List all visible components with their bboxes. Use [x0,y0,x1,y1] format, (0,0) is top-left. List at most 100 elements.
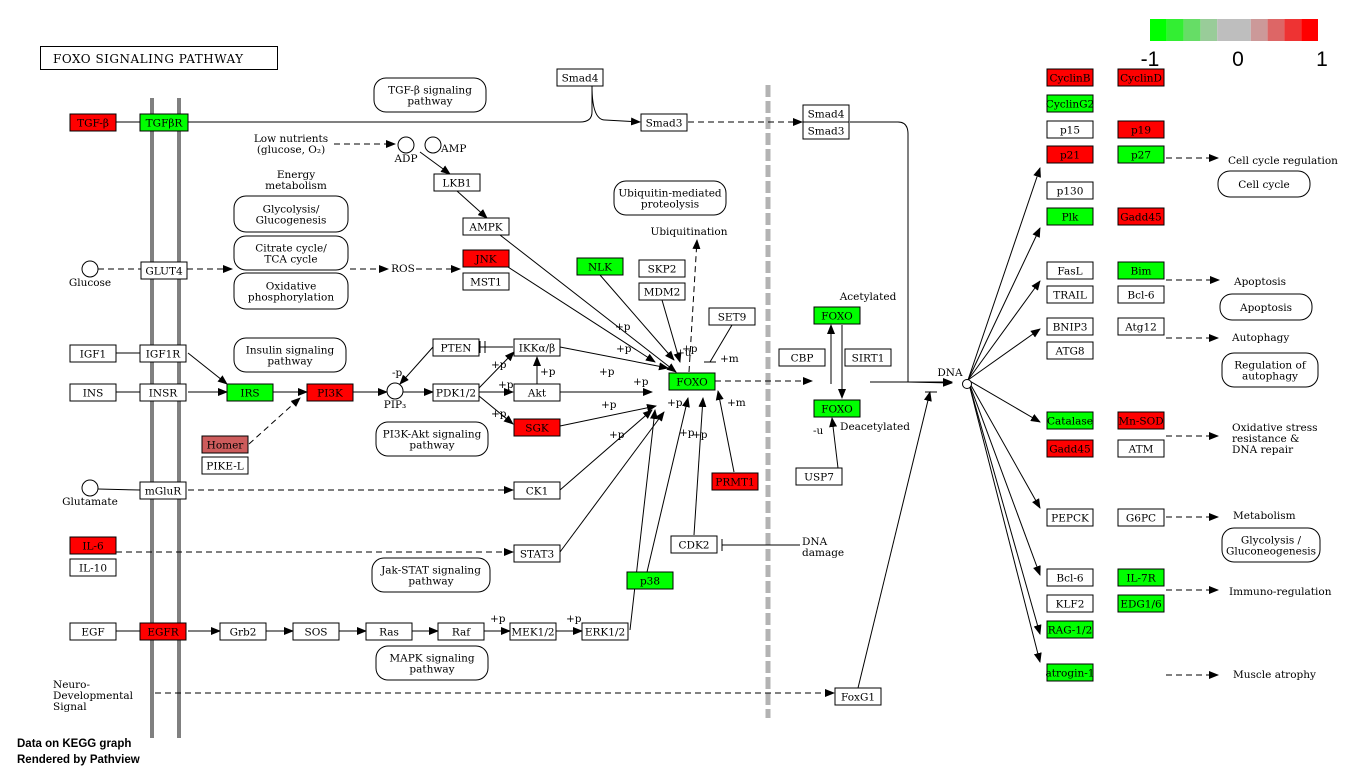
gene-node-nlk[interactable]: NLK [576,257,624,276]
gene-node-lkb1[interactable]: LKB1 [433,173,481,192]
gene-node-ampk[interactable]: AMPK [462,217,510,236]
compound-adp[interactable]: ADP [393,136,418,165]
gene-node-mglur[interactable]: mGluR [139,481,187,500]
gene-node-klf2[interactable]: KLF2 [1046,594,1094,613]
pathway-map-cellcycle_pw[interactable]: Cell cycle [1217,170,1311,198]
gene-node-bnip3[interactable]: BNIP3 [1046,317,1094,336]
gene-node-tgfb[interactable]: TGF-β [69,113,117,132]
gene-node-rag12[interactable]: RAG-1/2 [1046,620,1094,639]
gene-node-sirt1[interactable]: SIRT1 [844,348,892,367]
gene-node-il6[interactable]: IL-6 [69,536,117,555]
gene-node-mnsod[interactable]: Mn-SOD [1117,411,1165,430]
gene-node-pikel[interactable]: PIKE-L [201,456,249,475]
gene-node-foxo_ac[interactable]: FOXO [813,306,861,325]
gene-node-foxo_c[interactable]: FOXO [668,372,716,391]
pathway-map-glyco_pw[interactable]: Glycolysis/Glucogenesis [233,195,349,233]
gene-node-edg16[interactable]: EDG1/6 [1117,594,1165,613]
gene-node-il10[interactable]: IL-10 [69,558,117,577]
gene-node-pepck[interactable]: PEPCK [1046,508,1094,527]
gene-node-atg12[interactable]: Atg12 [1117,317,1165,336]
compound-amp[interactable]: AMP [424,136,466,155]
gene-node-raf[interactable]: Raf [437,622,485,641]
gene-node-smad3_n[interactable]: Smad3 [802,121,850,140]
gene-node-fasl[interactable]: FasL [1046,261,1094,280]
gene-node-igf1r[interactable]: IGF1R [139,344,187,363]
gene-node-p38[interactable]: p38 [626,571,674,590]
gene-node-jnk[interactable]: JNK [462,249,510,268]
gene-node-egfr[interactable]: EGFR [139,622,187,641]
modification-label: +p [682,343,698,355]
gene-node-smad4_top[interactable]: Smad4 [556,68,604,87]
gene-node-p15[interactable]: p15 [1046,120,1094,139]
pathway-map-glyco2_pw[interactable]: Glycolysis /Gluconeogenesis [1221,527,1321,563]
gene-node-trail[interactable]: TRAIL [1046,285,1094,304]
gene-node-pi3k[interactable]: PI3K [306,383,354,402]
compound-pip3[interactable]: PIP₃ [384,382,407,411]
gene-node-mek12[interactable]: MEK1/2 [509,622,557,641]
gene-node-atm[interactable]: ATM [1117,439,1165,458]
gene-node-prmt1[interactable]: PRMT1 [711,472,759,491]
gene-node-p130[interactable]: p130 [1046,181,1094,200]
gene-node-bcl6b[interactable]: Bcl-6 [1046,568,1094,587]
gene-node-ikk[interactable]: IKKα/β [513,338,561,357]
gene-node-akt[interactable]: Akt [513,383,561,402]
gene-node-cdk2[interactable]: CDK2 [670,535,718,554]
gene-node-gadd45b[interactable]: Gadd45 [1046,439,1094,458]
gene-node-cyclinb[interactable]: CyclinB [1046,68,1094,87]
gene-node-cyclingg2[interactable]: CyclinG2 [1046,94,1094,113]
gene-node-bcl6a[interactable]: Bcl-6 [1117,285,1165,304]
gene-node-foxo_deac[interactable]: FOXO [813,399,861,418]
gene-node-stat3[interactable]: STAT3 [513,544,561,563]
gene-node-igf1[interactable]: IGF1 [69,344,117,363]
gene-node-ck1[interactable]: CK1 [513,481,561,500]
gene-node-smad3[interactable]: Smad3 [640,113,688,132]
gene-node-pten[interactable]: PTEN [432,338,480,357]
gene-node-erk12[interactable]: ERK1/2 [581,622,629,641]
gene-node-insr[interactable]: INSR [139,383,187,402]
gene-node-irs[interactable]: IRS [226,383,274,402]
gene-node-il7r[interactable]: IL-7R [1117,568,1165,587]
gene-node-pdk12[interactable]: PDK1/2 [432,383,480,402]
gene-node-smad4_n[interactable]: Smad4 [802,104,850,123]
gene-node-mst1[interactable]: MST1 [462,272,510,291]
gene-node-sos[interactable]: SOS [292,622,340,641]
gene-node-homer[interactable]: Homer [201,435,249,454]
gene-node-cyclind[interactable]: CyclinD [1117,68,1165,87]
gene-node-usp7[interactable]: USP7 [795,467,843,486]
gene-node-p19[interactable]: p19 [1117,120,1165,139]
gene-node-g6pc[interactable]: G6PC [1117,508,1165,527]
gene-node-foxg1[interactable]: FoxG1 [834,687,882,706]
gene-node-ras[interactable]: Ras [365,622,413,641]
gene-node-p21[interactable]: p21 [1046,145,1094,164]
gene-node-gadd45a[interactable]: Gadd45 [1117,207,1165,226]
gene-node-atrogin[interactable]: atrogin-1 [1046,663,1095,682]
gene-node-mdm2[interactable]: MDM2 [638,282,686,301]
gene-node-atg8[interactable]: ATG8 [1046,341,1094,360]
gene-node-glut4[interactable]: GLUT4 [140,261,188,280]
gene-node-egf[interactable]: EGF [69,622,117,641]
gene-node-sgk[interactable]: SGK [513,418,561,437]
gene-node-plk[interactable]: Plk [1046,207,1094,226]
gene-node-cbp[interactable]: CBP [778,348,826,367]
gene-node-catalase[interactable]: Catalase [1046,411,1094,430]
gene-node-skp2[interactable]: SKP2 [638,259,686,278]
gene-node-ins[interactable]: INS [69,383,117,402]
gene-node-tgfbr[interactable]: TGFβR [139,113,189,132]
gene-node-p27[interactable]: p27 [1117,145,1165,164]
gene-node-bim[interactable]: Bim [1117,261,1165,280]
compound-glucose[interactable]: Glucose [69,260,111,289]
pathway-map-tca_pw[interactable]: Citrate cycle/TCA cycle [233,235,349,271]
gene-node-grb2[interactable]: Grb2 [219,622,267,641]
compound-glutamate[interactable]: Glutamate [62,479,118,508]
compound-dna[interactable]: DNA [937,367,972,389]
gene-node-set9[interactable]: SET9 [708,307,756,326]
pathway-map-apoptosis_pw[interactable]: Apoptosis [1219,293,1313,321]
